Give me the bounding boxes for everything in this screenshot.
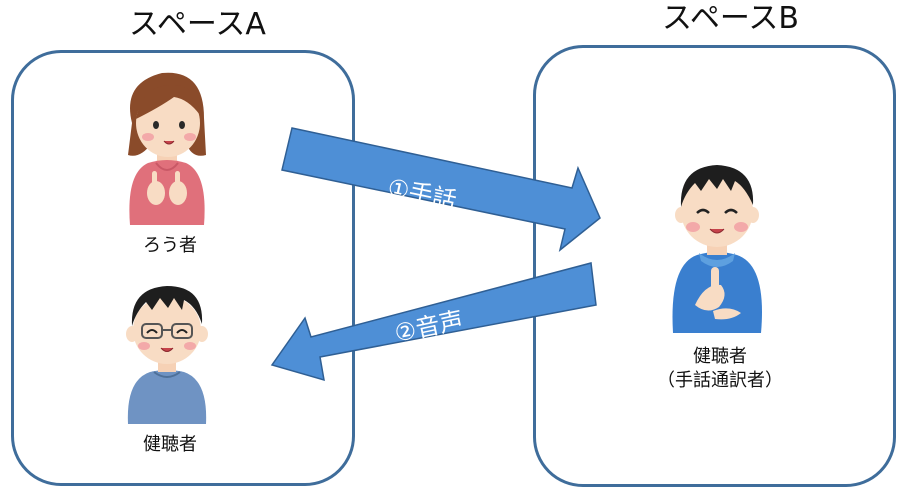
interpreter-illustration — [672, 165, 762, 333]
deaf-person-label: ろう者 — [143, 235, 197, 256]
hearing-person-a-illustration — [126, 286, 208, 424]
hearing-person-a-label: 健聴者 — [143, 434, 197, 455]
space-b-title: スペースB — [662, 1, 799, 36]
sign-arrow — [281, 127, 601, 252]
space-a-box — [11, 50, 355, 486]
space-a-title: スペースA — [129, 7, 266, 42]
interpreter-label-line2: （手話通訳者） — [657, 370, 783, 392]
voice-arrow — [270, 262, 597, 382]
space-b-box — [533, 45, 896, 487]
interpreter-label-line1: 健聴者 — [693, 346, 747, 367]
interpreter-label: 健聴者 （手話通訳者） — [620, 345, 820, 394]
deaf-person-illustration — [128, 72, 206, 225]
